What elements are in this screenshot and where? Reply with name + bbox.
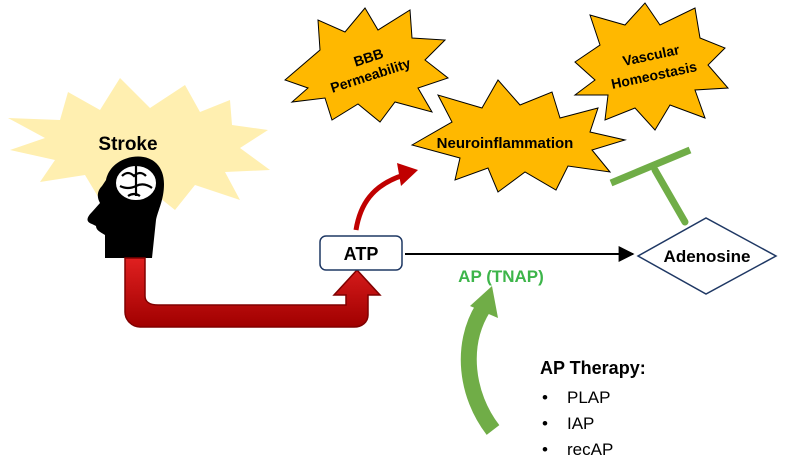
vascular-homeostasis-burst: Vascular Homeostasis bbox=[573, 2, 730, 131]
atp-box: ATP bbox=[319, 235, 403, 271]
neuroinflammation-burst: Neuroinflammation bbox=[410, 79, 627, 193]
atp-to-neuroinflammation-arrow bbox=[353, 163, 418, 231]
therapy-title: AP Therapy: bbox=[540, 358, 646, 378]
therapy-item-label: recAP bbox=[567, 440, 614, 459]
therapy-item: • PLAP bbox=[540, 385, 740, 411]
therapy-item-label: PLAP bbox=[567, 388, 611, 407]
stroke-label: Stroke bbox=[98, 134, 157, 155]
enzyme-label: AP (TNAP) bbox=[458, 267, 544, 286]
neuroinflammation-label: Neuroinflammation bbox=[437, 135, 574, 152]
head-icon bbox=[87, 156, 164, 258]
bullet-icon: • bbox=[542, 414, 548, 433]
inhibition-connector bbox=[609, 146, 692, 226]
therapy-item: • recAP bbox=[540, 437, 740, 463]
therapy-item-label: IAP bbox=[567, 414, 595, 433]
bbb-permeability-burst: BBB Permeability bbox=[284, 7, 450, 123]
adenosine-diamond: Adenosine bbox=[636, 217, 778, 295]
stroke-to-atp-arrow bbox=[124, 257, 382, 328]
therapy-items: • PLAP • IAP • recAP bbox=[540, 385, 740, 463]
bullet-icon: • bbox=[542, 440, 548, 459]
stroke-burst: Stroke bbox=[8, 78, 270, 210]
therapy-to-enzyme-arrow bbox=[460, 286, 500, 435]
atp-label: ATP bbox=[344, 244, 379, 264]
adenosine-label: Adenosine bbox=[664, 247, 751, 266]
therapy-item: • IAP bbox=[540, 411, 740, 437]
therapy-list: AP Therapy: • PLAP • IAP • recAP bbox=[540, 358, 740, 463]
bullet-icon: • bbox=[542, 388, 548, 407]
